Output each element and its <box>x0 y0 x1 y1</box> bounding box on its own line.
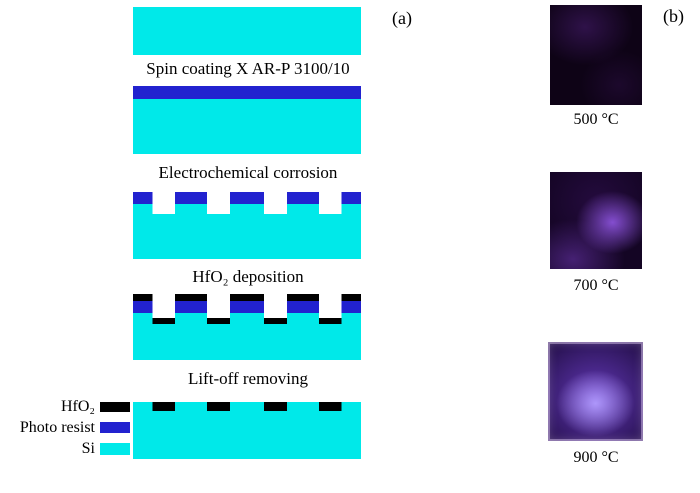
wafer-spin-coated <box>133 86 361 154</box>
micrograph-900c-caption: 900 °C <box>573 449 619 466</box>
panel-a-label: (a) <box>392 8 412 28</box>
patterned-photoresist-layer <box>133 301 361 313</box>
micrograph-500c <box>550 5 642 105</box>
si-substrate <box>133 7 361 55</box>
photoresist-layer <box>133 86 361 99</box>
micrograph-900c <box>548 342 643 441</box>
open-trench-layer <box>133 313 361 318</box>
si-swatch <box>100 442 130 455</box>
patterned-photoresist-layer <box>133 192 361 204</box>
etched-trench-layer <box>133 204 361 214</box>
wafer-after-deposition <box>133 294 361 360</box>
hfo2-pattern-layer <box>133 402 361 411</box>
legend: HfO₂ Photo resist Si <box>6 396 130 459</box>
hfo2-trench-fill-layer <box>133 318 361 324</box>
legend-row-photo-resist: Photo resist <box>6 417 130 438</box>
legend-label-si: Si <box>81 439 95 457</box>
micrograph-500c-caption: 500 °C <box>573 111 619 128</box>
micrograph-700c-caption: 700 °C <box>573 277 619 294</box>
micrograph-700c <box>550 172 642 269</box>
si-substrate <box>133 99 361 154</box>
si-substrate <box>133 324 361 360</box>
legend-label-photo-resist: Photo resist <box>19 418 95 436</box>
photo-resist-swatch <box>100 422 130 433</box>
si-substrate <box>133 411 361 459</box>
caption-electrochemical-corrosion: Electrochemical corrosion <box>158 163 338 182</box>
wafer-bare-si <box>133 7 361 55</box>
panel-b-label: (b) <box>663 6 684 26</box>
hfo2-cap-layer <box>133 294 361 301</box>
caption-spin-coating: Spin coating X AR-P 3100/10 <box>146 59 350 78</box>
hfo2-swatch <box>100 401 130 412</box>
legend-row-si: Si <box>6 438 130 459</box>
legend-row-hfo2: HfO₂ <box>6 396 130 417</box>
caption-lift-off: Lift-off removing <box>187 369 309 388</box>
wafer-after-liftoff <box>133 402 361 459</box>
wafer-after-corrosion <box>133 192 361 259</box>
si-substrate <box>133 214 361 259</box>
caption-hfo2-deposition: HfO₂ deposition <box>192 267 304 286</box>
legend-label-hfo2: HfO₂ <box>60 397 95 415</box>
